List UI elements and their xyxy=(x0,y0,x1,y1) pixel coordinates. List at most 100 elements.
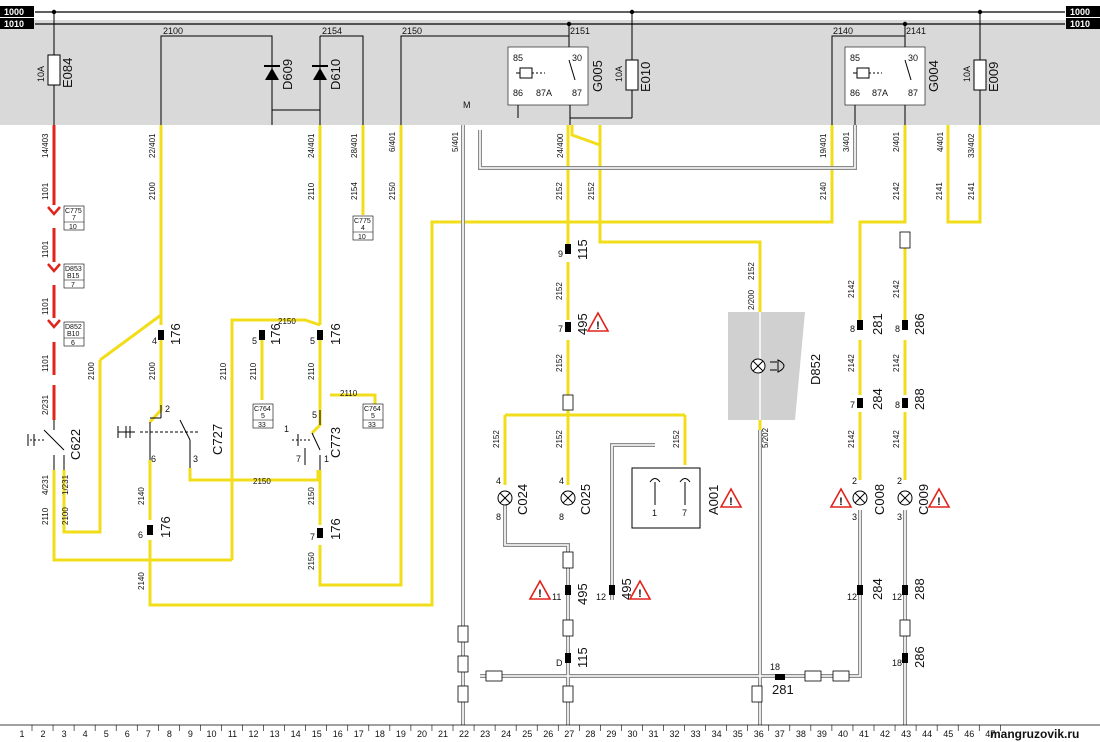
ruler-tick-label: 29 xyxy=(606,729,616,739)
ruler-tick-label: 31 xyxy=(648,729,658,739)
pin-14-403: 14/403 xyxy=(41,133,50,158)
fuse-e010-label: E010 xyxy=(638,62,653,92)
warning-icon xyxy=(586,311,610,332)
svg-text:2110: 2110 xyxy=(249,362,258,380)
svg-text:2110: 2110 xyxy=(307,362,316,380)
diode-d609-symbol xyxy=(264,65,280,80)
svg-text:5: 5 xyxy=(371,413,375,420)
pin-19-401: 19/401 xyxy=(819,133,828,158)
ruler-tick-label: 34 xyxy=(712,729,722,739)
connector-box-d852: D852 B10 6 xyxy=(63,321,85,347)
a001-pin-1: 1 xyxy=(652,508,657,518)
svg-text:B10: B10 xyxy=(67,331,80,338)
svg-text:7: 7 xyxy=(71,282,75,289)
splice-boxes xyxy=(457,231,911,703)
svg-text:115: 115 xyxy=(575,647,590,668)
svg-text:2152: 2152 xyxy=(555,182,564,200)
ruler-tick-label: 19 xyxy=(396,729,406,739)
svg-text:2140: 2140 xyxy=(137,572,146,590)
relay-g005-pin-85: 85 xyxy=(513,53,523,63)
c727-pin-3: 3 xyxy=(193,454,198,464)
diode-d610-symbol xyxy=(312,65,328,80)
pin-24-401: 24/401 xyxy=(307,133,316,158)
svg-text:!: ! xyxy=(937,496,941,508)
component-c024-label: C024 xyxy=(515,484,530,515)
svg-text:176: 176 xyxy=(158,516,173,538)
pin-28-401: 28/401 xyxy=(350,133,359,158)
ruler-tick-label: 32 xyxy=(670,729,680,739)
svg-text:2154: 2154 xyxy=(350,182,359,200)
ruler-tick-label: 23 xyxy=(480,729,490,739)
svg-text:2110: 2110 xyxy=(307,182,316,200)
ground-label: M xyxy=(463,100,471,110)
c008-pin-2: 2 xyxy=(852,476,857,486)
svg-text:12: 12 xyxy=(892,592,902,602)
ruler-tick-label: 46 xyxy=(964,729,974,739)
c727-pin-6: 6 xyxy=(151,454,156,464)
pin-22-401: 22/401 xyxy=(148,133,157,158)
svg-text:2110: 2110 xyxy=(340,389,358,398)
pin-33-402: 33/402 xyxy=(967,133,976,158)
svg-text:2152: 2152 xyxy=(587,182,596,200)
component-c025-label: C025 xyxy=(578,484,593,515)
a001-pin-7: 7 xyxy=(682,508,687,518)
svg-text:4: 4 xyxy=(361,225,365,232)
component-c773-label: C773 xyxy=(328,427,343,458)
pin-2-401: 2/401 xyxy=(892,131,901,152)
svg-text:2150: 2150 xyxy=(278,317,296,326)
svg-text:2142: 2142 xyxy=(847,280,856,298)
warning-icon xyxy=(927,487,951,508)
ruler-tick-label: 45 xyxy=(943,729,953,739)
wire-labels: 1101 1101 1101 1101 2100 2100 2100 2100 … xyxy=(41,182,976,590)
connector-labels: 176 4 176 6 176 5 176 5 176 7 115 9 495 … xyxy=(138,239,927,697)
c773-pin-1: 1 xyxy=(324,454,329,464)
ruler-tick-label: 2 xyxy=(41,729,46,739)
svg-text:33: 33 xyxy=(258,422,266,429)
svg-text:176: 176 xyxy=(168,323,183,345)
ruler-tick-label: 13 xyxy=(270,729,280,739)
relay-g005-pin-87a: 87A xyxy=(536,88,552,98)
red-wire-1101 xyxy=(47,125,61,420)
warning-icon xyxy=(829,487,853,508)
svg-text:C764: C764 xyxy=(364,406,381,413)
pin-5-401: 5/401 xyxy=(451,131,460,152)
svg-text:5: 5 xyxy=(310,336,315,346)
c009-pin-2: 2 xyxy=(897,476,902,486)
ruler-tick-label: 33 xyxy=(691,729,701,739)
svg-text:288: 288 xyxy=(912,388,927,410)
ruler-tick-label: 14 xyxy=(291,729,301,739)
svg-text:2152: 2152 xyxy=(555,354,564,372)
ruler-tick-label: 10 xyxy=(206,729,216,739)
ruler-tick-label: 20 xyxy=(417,729,427,739)
lamp-c025 xyxy=(560,490,576,506)
c025-pin-4: 4 xyxy=(559,476,564,486)
connector-box-c764-b: C764 5 33 xyxy=(362,403,384,429)
panel-wire-2150: 2150 xyxy=(402,26,422,36)
connector-box-d853: D853 B15 7 xyxy=(63,263,85,289)
ruler-tick-label: 18 xyxy=(375,729,385,739)
svg-text:!: ! xyxy=(729,496,733,508)
svg-text:D852: D852 xyxy=(65,324,82,331)
fuse-e009-label: E009 xyxy=(986,62,1001,92)
svg-text:8: 8 xyxy=(895,400,900,410)
c024-pin-8: 8 xyxy=(496,512,501,522)
ruler-tick-label: 3 xyxy=(62,729,67,739)
svg-text:495: 495 xyxy=(619,578,634,600)
svg-text:C775: C775 xyxy=(354,218,371,225)
ruler-tick-label: 21 xyxy=(438,729,448,739)
ruler-tick-label: 35 xyxy=(733,729,743,739)
svg-text:9: 9 xyxy=(558,249,563,259)
ruler-tick-label: 41 xyxy=(859,729,869,739)
c024-pin-4: 4 xyxy=(496,476,501,486)
svg-text:2140: 2140 xyxy=(137,487,146,505)
svg-text:2150: 2150 xyxy=(388,182,397,200)
svg-text:286: 286 xyxy=(912,646,927,668)
svg-text:C775: C775 xyxy=(65,208,82,215)
svg-text:2141: 2141 xyxy=(967,182,976,200)
svg-text:5/202: 5/202 xyxy=(761,427,770,448)
ruler-tick-label: 42 xyxy=(880,729,890,739)
relay-g005-label: G005 xyxy=(590,60,605,92)
svg-text:2110: 2110 xyxy=(41,507,50,525)
warning-icons xyxy=(528,311,951,600)
